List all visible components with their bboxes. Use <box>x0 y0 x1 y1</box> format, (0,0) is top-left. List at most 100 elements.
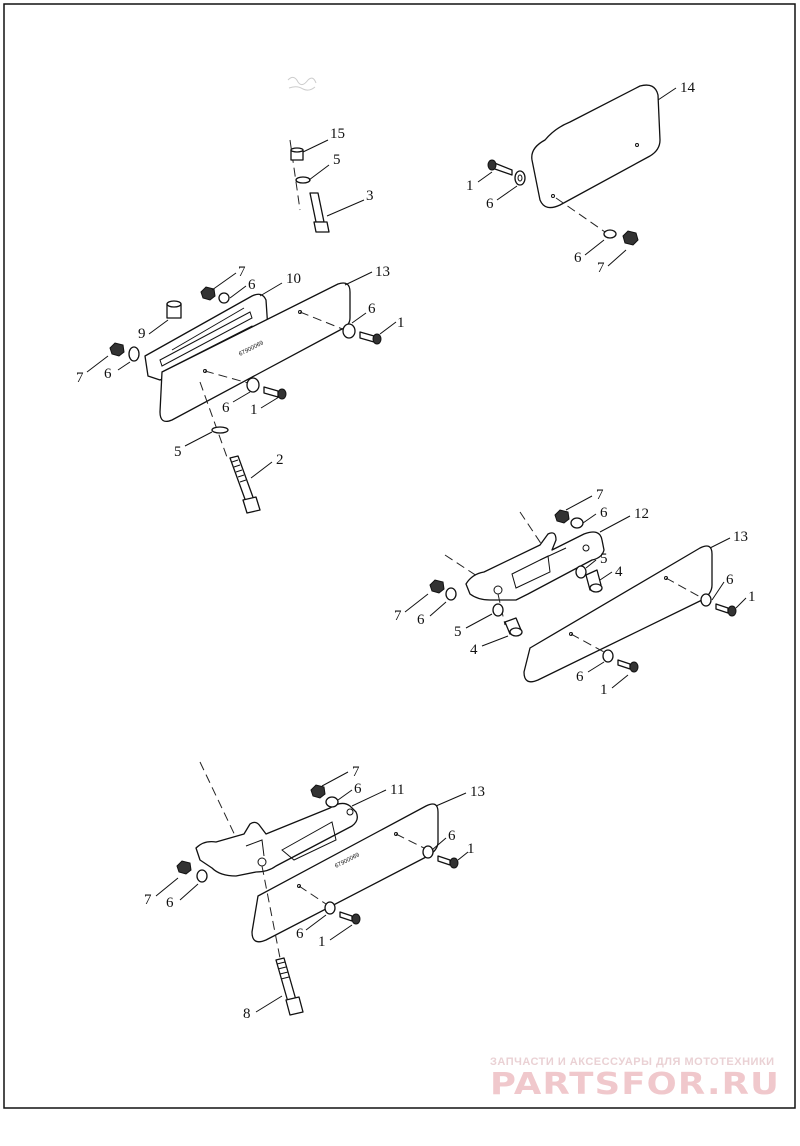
callout-1: 1 <box>250 402 258 418</box>
callout-3: 3 <box>366 188 374 204</box>
part-7-nut-upper <box>554 509 570 524</box>
callout-1: 1 <box>466 178 474 194</box>
part-5-washer-right <box>575 565 587 579</box>
callout-4: 4 <box>470 642 478 658</box>
callout-6: 6 <box>600 505 608 521</box>
callout-5: 5 <box>454 624 462 640</box>
callout-5: 5 <box>333 152 341 168</box>
part-6-washer <box>514 170 526 186</box>
part-8-bolt <box>275 957 304 1016</box>
callout-6: 6 <box>354 781 362 797</box>
callout-15: 15 <box>330 126 345 142</box>
callout-13: 13 <box>733 529 748 545</box>
part-13-plate <box>523 545 713 683</box>
callout-11: 11 <box>390 782 404 798</box>
callout-6: 6 <box>166 895 174 911</box>
callout-6: 6 <box>417 612 425 628</box>
part-6-washer-lower <box>324 901 336 915</box>
callout-2: 2 <box>276 452 284 468</box>
part-6-washer-right <box>342 323 356 339</box>
callout-7: 7 <box>596 487 604 503</box>
part-5-washer <box>295 176 311 184</box>
part-15-spacer <box>290 147 304 161</box>
part-13-plate <box>251 803 439 943</box>
part-4-bolt-right <box>585 569 603 593</box>
group-a-bolt-stack <box>289 139 365 233</box>
callout-7: 7 <box>144 892 152 908</box>
part-5-washer-lower <box>492 603 504 617</box>
callout-6: 6 <box>576 669 584 685</box>
group-c-bracket-assembly: 67900069 <box>86 271 397 514</box>
part-5-washer <box>211 426 229 434</box>
callout-7: 7 <box>76 370 84 386</box>
part-6-washer-lower <box>602 649 614 663</box>
callout-6: 6 <box>104 366 112 382</box>
callout-8: 8 <box>243 1006 251 1022</box>
group-b-cover-plate <box>477 84 677 267</box>
callout-6: 6 <box>296 926 304 942</box>
callout-7: 7 <box>238 264 246 280</box>
part-6-washer-upper <box>218 292 230 304</box>
callout-6: 6 <box>726 572 734 588</box>
watermark-logo: PARTSFOR.RU <box>490 1067 780 1102</box>
callout-4: 4 <box>615 564 623 580</box>
part-1-screw-right <box>437 855 459 869</box>
callout-9: 9 <box>138 326 146 342</box>
callout-7: 7 <box>352 764 360 780</box>
watermark: ЗАПЧАСТИ И АКСЕССУАРЫ ДЛЯ МОТОТЕХНИКИ PA… <box>490 1056 780 1102</box>
part-2-bolt <box>229 455 261 514</box>
callout-13: 13 <box>375 264 390 280</box>
part-9-spacer <box>166 300 182 319</box>
part-3-bolt <box>309 192 330 233</box>
part-7-nut <box>622 230 639 246</box>
callout-1: 1 <box>467 841 475 857</box>
callout-6: 6 <box>448 828 456 844</box>
group-d-bracket-assembly <box>404 495 747 689</box>
part-12-bracket <box>465 531 605 601</box>
part-1-screw-lower <box>617 659 639 673</box>
part-6-washer-right <box>422 845 434 859</box>
part-6-washer-upper <box>325 796 339 808</box>
part-1-screw-lower <box>263 386 287 400</box>
part-7-nut-left <box>176 860 192 875</box>
callout-1: 1 <box>397 315 405 331</box>
callout-7: 7 <box>394 608 402 624</box>
callout-12: 12 <box>634 506 649 522</box>
callout-6: 6 <box>222 400 230 416</box>
callout-1: 1 <box>600 682 608 698</box>
callout-5: 5 <box>600 551 608 567</box>
part-1-screw-right <box>715 603 737 617</box>
part-6-washer-left <box>128 346 140 362</box>
callout-6: 6 <box>248 277 256 293</box>
part-7-nut-upper <box>310 784 326 799</box>
part-7-nut-left <box>109 342 125 357</box>
part-6-washer-upper <box>570 517 584 529</box>
callout-5: 5 <box>174 444 182 460</box>
watermark-tagline: ЗАПЧАСТИ И АКСЕССУАРЫ ДЛЯ МОТОТЕХНИКИ <box>490 1056 775 1068</box>
group-e-bracket-assembly: 67900069 <box>155 761 469 1016</box>
callout-13: 13 <box>470 784 485 800</box>
part-14-plate <box>531 84 661 209</box>
callout-14: 14 <box>680 80 696 96</box>
callout-6: 6 <box>368 301 376 317</box>
part-6-washer-right <box>700 593 712 607</box>
part-4-bolt-lower <box>504 617 523 637</box>
part-6-washer-lower <box>246 377 260 393</box>
callout-6: 6 <box>486 196 494 212</box>
part-11-bracket <box>195 802 358 877</box>
callout-1: 1 <box>748 589 756 605</box>
callout-7: 7 <box>597 260 605 276</box>
callout-labels: 15 5 3 14 1 6 6 7 7 6 10 13 6 1 9 7 6 6 … <box>76 80 756 1022</box>
part-6-washer-lower <box>603 229 617 239</box>
part-1-screw <box>487 159 513 176</box>
part-6-washer-left <box>196 869 208 883</box>
part-1-screw-right <box>359 331 382 345</box>
part-6-washer-left <box>445 587 457 601</box>
diagram-border <box>3 3 796 1109</box>
faint-mark <box>287 76 317 91</box>
callout-10: 10 <box>286 271 301 287</box>
part-1-screw-lower <box>339 911 361 925</box>
part-7-nut-upper <box>200 286 216 301</box>
callout-1: 1 <box>318 934 326 950</box>
